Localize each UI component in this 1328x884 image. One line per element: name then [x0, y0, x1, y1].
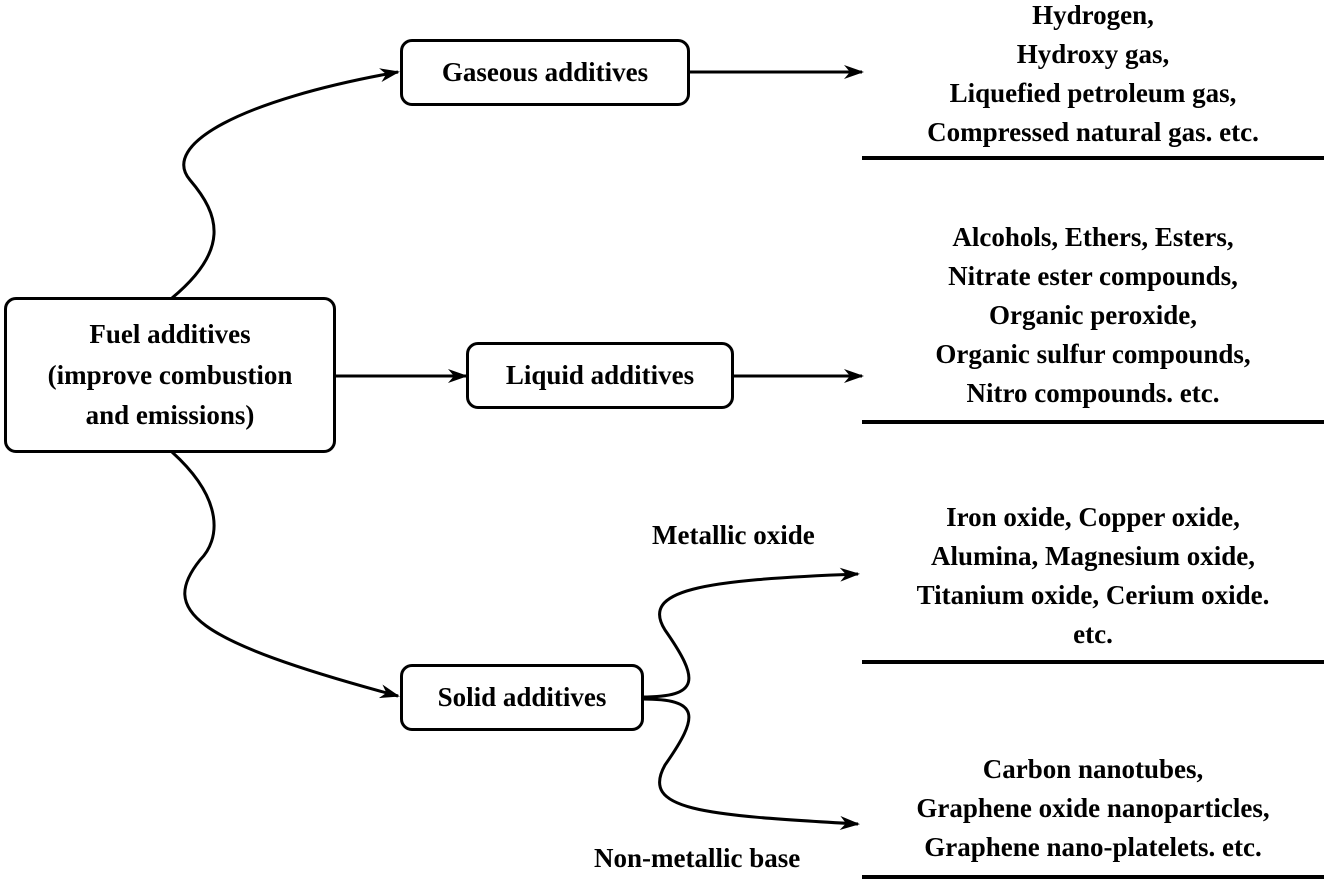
edge-solid-to-metallic	[641, 567, 860, 699]
example-item: Organic sulfur compounds,	[935, 339, 1251, 369]
edge-solid-to-nonmetallic	[641, 697, 860, 830]
example-item: Nitrate ester compounds,	[948, 261, 1238, 291]
examples-metallic-oxide: Iron oxide, Copper oxide, Alumina, Magne…	[863, 498, 1323, 654]
example-item: Hydrogen,	[1032, 0, 1154, 30]
examples-non-metallic-base: Carbon nanotubes, Graphene oxide nanopar…	[863, 750, 1323, 867]
node-label: Gaseous additives	[441, 57, 649, 88]
node-gaseous-additives: Gaseous additives	[400, 39, 690, 106]
root-node-fuel-additives: Fuel additives (improve combustion and e…	[4, 297, 336, 453]
node-label: Solid additives	[437, 682, 607, 713]
example-item: Graphene oxide nanoparticles,	[916, 793, 1270, 823]
edge-label-metallic-oxide: Metallic oxide	[652, 520, 815, 550]
divider-non-metallic-base	[862, 875, 1324, 879]
example-item: etc.	[1073, 619, 1113, 649]
divider-metallic-oxide	[862, 660, 1324, 664]
edge-root-to-gaseous	[171, 68, 400, 300]
example-item: Nitro compounds. etc.	[966, 378, 1220, 408]
example-item: Alumina, Magnesium oxide,	[930, 541, 1256, 571]
edge-root-to-solid	[170, 450, 400, 699]
root-label-line: and emissions)	[85, 400, 255, 431]
examples-gaseous: Hydrogen, Hydroxy gas, Liquefied petrole…	[863, 0, 1323, 152]
example-item: Carbon nanotubes,	[982, 754, 1204, 784]
divider-gaseous	[862, 156, 1324, 160]
example-item: Compressed natural gas. etc.	[927, 117, 1259, 147]
edge-label-non-metallic-base: Non-metallic base	[594, 843, 801, 873]
example-item: Graphene nano-platelets. etc.	[924, 832, 1262, 862]
root-label-line: (improve combustion	[47, 359, 293, 390]
root-label-line: Fuel additives	[89, 319, 251, 350]
example-item: Titanium oxide, Cerium oxide.	[916, 580, 1270, 610]
node-liquid-additives: Liquid additives	[466, 342, 734, 409]
examples-liquid: Alcohols, Ethers, Esters, Nitrate ester …	[863, 218, 1323, 413]
example-item: Liquefied petroleum gas,	[949, 78, 1237, 108]
example-item: Iron oxide, Copper oxide,	[946, 502, 1240, 532]
example-item: Alcohols, Ethers, Esters,	[952, 222, 1234, 252]
node-label: Liquid additives	[505, 360, 695, 391]
example-item: Organic peroxide,	[989, 300, 1197, 330]
example-item: Hydroxy gas,	[1016, 39, 1170, 69]
node-solid-additives: Solid additives	[400, 664, 644, 731]
divider-liquid	[862, 420, 1324, 424]
